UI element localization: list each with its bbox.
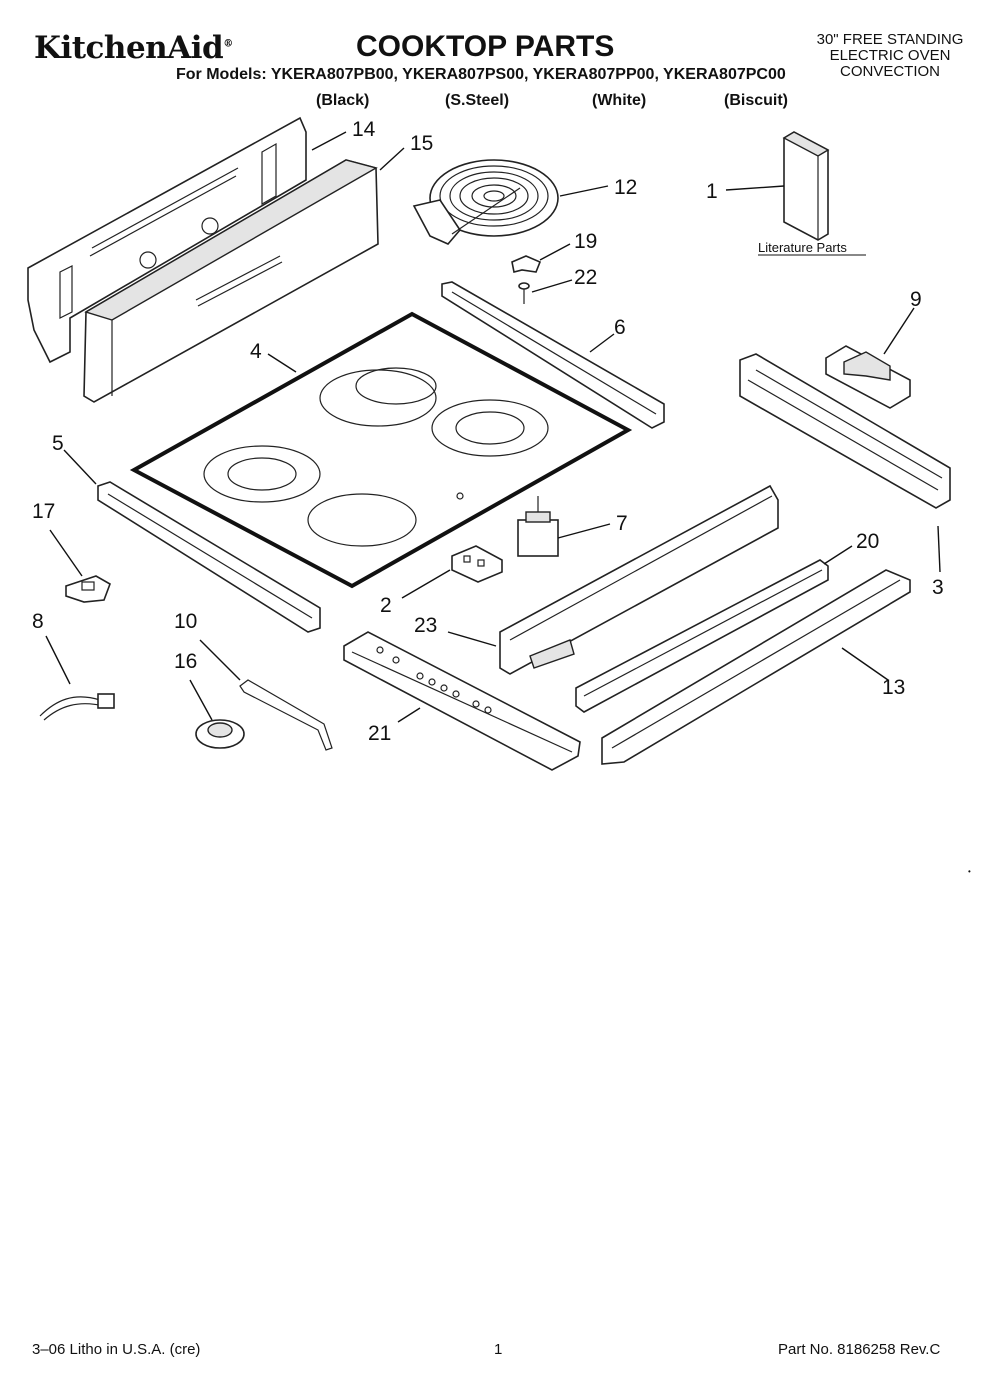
callout-7: 7 [616, 512, 628, 535]
part-16-knob [195, 719, 245, 749]
callout-3: 3 [932, 576, 944, 599]
callout-21: 21 [368, 722, 391, 745]
part-4-cooktop-glass [129, 311, 633, 589]
callout-4: 4 [250, 340, 262, 363]
part-19-clip [511, 255, 542, 273]
part-1-literature [782, 131, 830, 241]
finish-white: (White) [592, 92, 647, 109]
part-14-rear-bracket [27, 116, 307, 364]
callout-16: 16 [174, 650, 197, 673]
callout-5: 5 [52, 432, 64, 455]
part-13-front-rail [601, 569, 911, 765]
product-line-1: 30" FREE STANDING [816, 31, 964, 48]
callout-22: 22 [574, 266, 597, 289]
callout-14: 14 [352, 118, 376, 141]
callout-2: 2 [380, 594, 392, 617]
callout-1: 1 [706, 180, 718, 203]
brand-mark: ® [223, 38, 233, 50]
finish-black: (Black) [316, 92, 370, 109]
part-5-front-trim [97, 481, 321, 633]
part-8-wire-harness [39, 693, 115, 721]
callout-19: 19 [574, 230, 597, 253]
callout-8: 8 [32, 610, 44, 633]
product-line-2: ELECTRIC OVEN [829, 47, 951, 64]
footer-page-number: 1 [494, 1341, 503, 1358]
callout-13: 13 [882, 676, 905, 699]
product-line-3: CONVECTION [839, 63, 940, 80]
footer-litho: 3–06 Litho in U.S.A. (cre) [32, 1341, 201, 1358]
finish-steel: (S.Steel) [445, 92, 510, 109]
brand-name: KitchenAid [34, 30, 224, 66]
part-10-rod [239, 679, 333, 751]
part-3-side-trim [739, 353, 951, 509]
page-title: COOKTOP PARTS [356, 30, 615, 63]
part-17-clip [65, 575, 111, 603]
callouts: 14 15 12 1 19 22 9 4 6 5 17 7 20 3 2 23 … [32, 118, 944, 745]
models-line: For Models: YKERA807PB00, YKERA807PS00, … [176, 66, 786, 83]
callout-15: 15 [410, 132, 433, 155]
callout-9: 9 [910, 288, 922, 311]
part-2-terminal-block [451, 545, 503, 583]
callout-10: 10 [174, 610, 197, 633]
product-line: 30" FREE STANDING ELECTRIC OVEN CONVECTI… [800, 32, 980, 80]
callout-20: 20 [856, 530, 879, 553]
part-9-bracket [825, 345, 911, 409]
footer-part-number: Part No. 8186258 Rev.C [778, 1341, 941, 1358]
stray-mark: • [968, 867, 971, 876]
finish-biscuit: (Biscuit) [724, 92, 788, 109]
part-15-console [83, 159, 379, 403]
part-6-rear-trim [441, 281, 665, 429]
part-23-channel [499, 484, 779, 675]
callout-23: 23 [414, 614, 437, 637]
part-21-control-panel [343, 631, 581, 771]
leader-lines [45, 131, 941, 723]
callout-12: 12 [614, 176, 637, 199]
literature-label: Literature Parts [758, 240, 847, 255]
part-12-radiant-element [412, 159, 559, 245]
part-22-screw [518, 282, 530, 304]
part-7-switch [517, 496, 559, 557]
callout-6: 6 [614, 316, 626, 339]
part-20-rail [575, 559, 829, 713]
brand-logo: KitchenAid® [34, 30, 233, 66]
callout-17: 17 [32, 500, 55, 523]
